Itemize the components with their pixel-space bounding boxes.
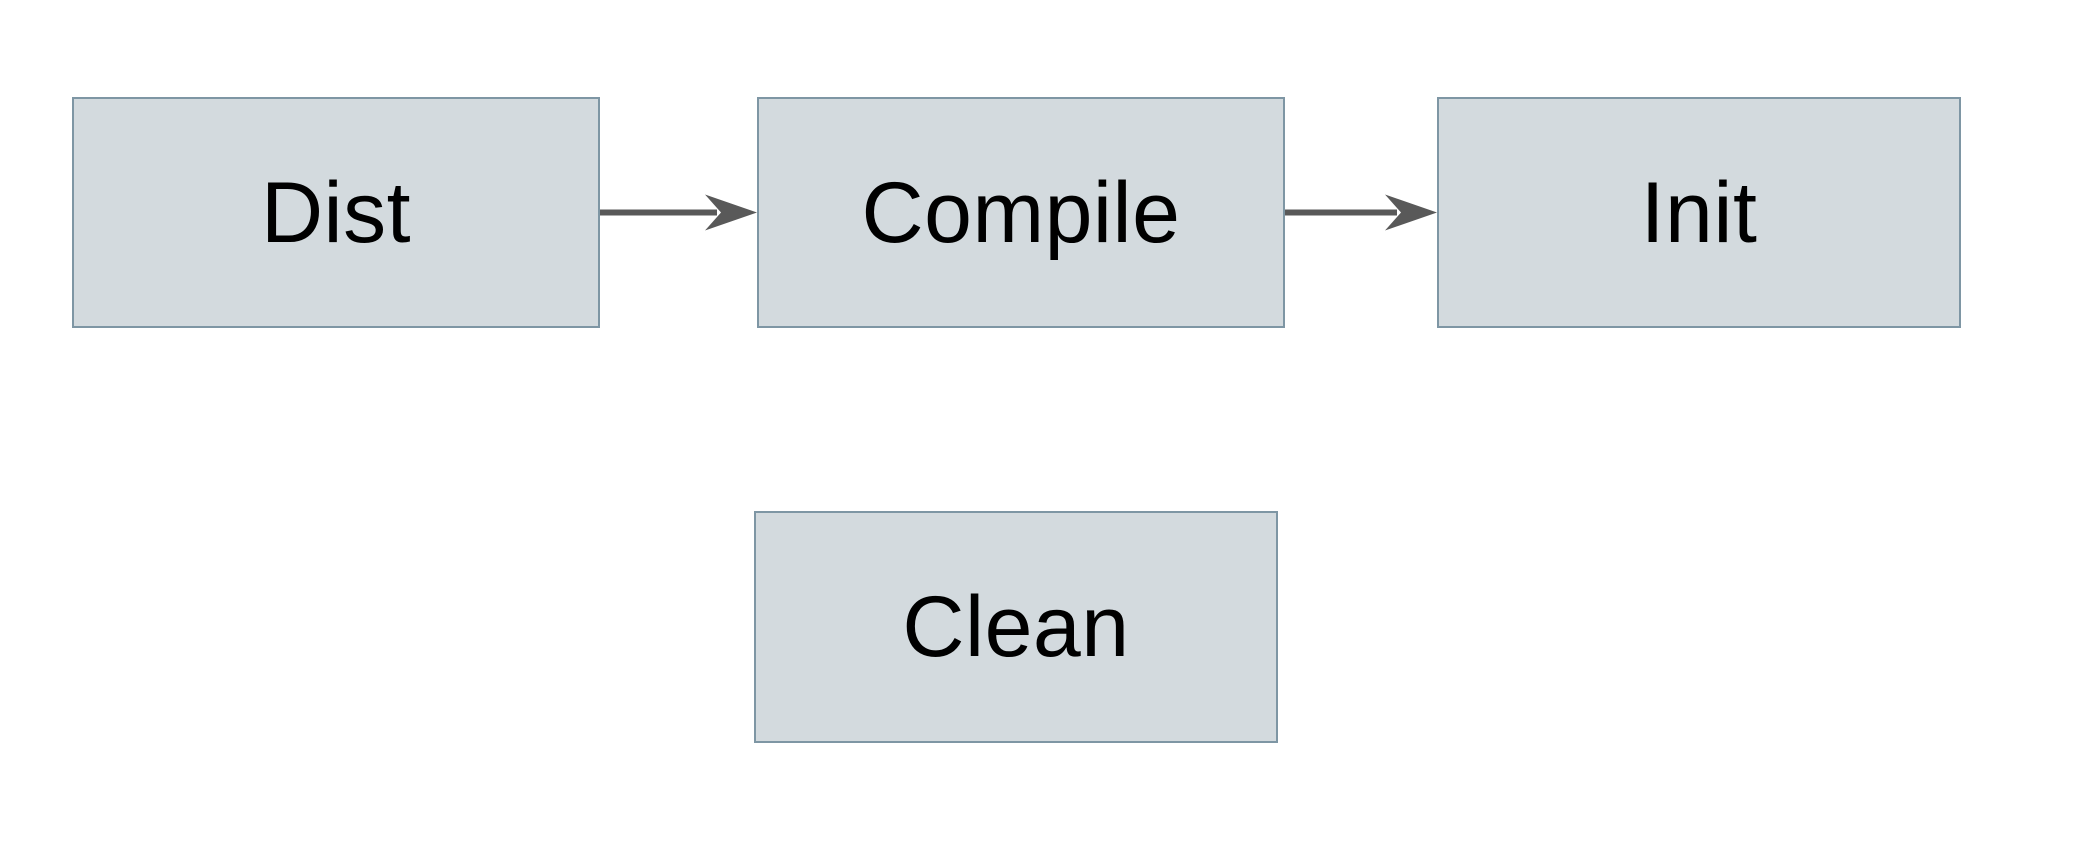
node-clean: Clean (754, 511, 1278, 743)
node-label: Init (1640, 164, 1758, 261)
arrowhead-icon (705, 194, 757, 231)
node-init: Init (1437, 97, 1961, 328)
node-label: Clean (902, 579, 1130, 675)
arrowhead-icon (1385, 194, 1437, 231)
node-compile: Compile (757, 97, 1285, 328)
node-dist: Dist (72, 97, 600, 328)
node-label: Compile (861, 164, 1181, 261)
node-label: Dist (260, 164, 412, 261)
